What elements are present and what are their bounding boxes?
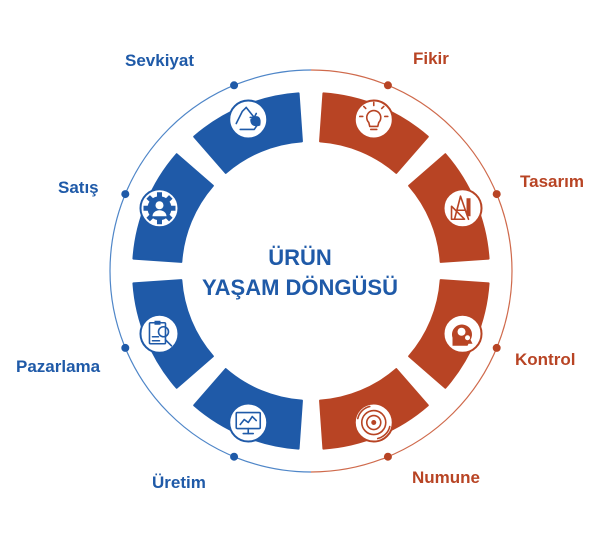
stage-label-satis: Satış: [58, 178, 99, 197]
lightbulb-icon: [358, 101, 389, 131]
ring-dot-2: [492, 190, 501, 199]
ring-dot-1: [383, 81, 392, 90]
stage-label-fikir: Fikir: [413, 49, 449, 68]
recycle-icon: [235, 106, 261, 131]
stage-label-uretim: Üretim: [152, 473, 206, 492]
ring-dot-4: [383, 452, 392, 461]
ring-dot-6: [121, 343, 130, 352]
gear-circle-icon: [356, 405, 391, 440]
ring-dot-3: [492, 343, 501, 352]
stage-label-numune: Numune: [412, 468, 480, 487]
design-tools-icon: [450, 195, 471, 221]
monitor-chart-icon: [235, 411, 262, 435]
icon-badge-2: [442, 188, 483, 229]
center-title-line1: ÜRÜN: [268, 245, 332, 270]
gear-person-icon: [143, 192, 176, 225]
icon-badge-8: [228, 99, 269, 140]
clipboard-idea-icon: [148, 320, 173, 347]
ring-dot-8: [230, 81, 239, 90]
stage-label-tasarim: Tasarım: [520, 172, 584, 191]
outer-thin-ring-blue: [109, 69, 312, 473]
center-title-line2: YAŞAM DÖNGÜSÜ: [202, 275, 398, 300]
stage-label-pazarlama: Pazarlama: [16, 357, 101, 376]
ring-dot-7: [121, 190, 130, 199]
ring-dot-5: [230, 452, 239, 461]
stage-label-kontrol: Kontrol: [515, 350, 576, 369]
icon-badge-1: [353, 99, 394, 140]
head-gears-icon: [451, 324, 473, 346]
outer-thin-ring-red: [310, 69, 513, 473]
stage-label-sevkiyat: Sevkiyat: [125, 51, 194, 70]
